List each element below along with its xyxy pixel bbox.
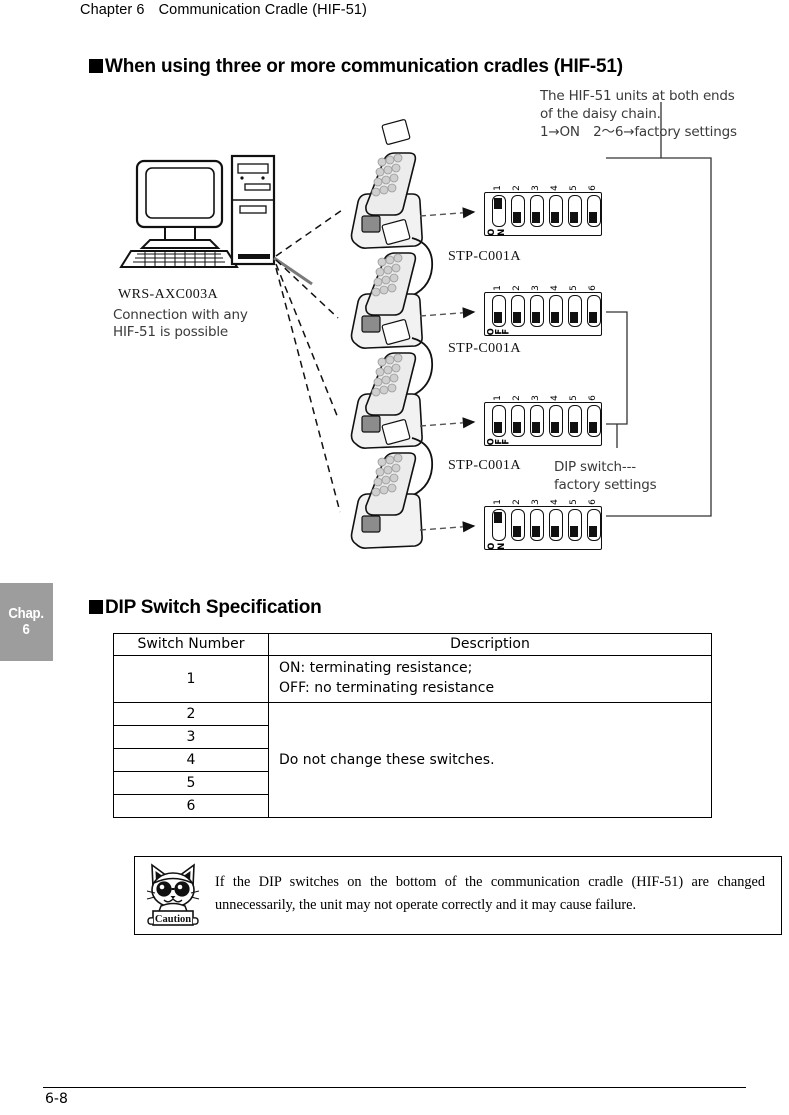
table-row: 2 Do not change these switches.	[113, 701, 712, 818]
section-heading-cradles-label: When using three or more communication c…	[105, 56, 623, 77]
table-row: 5	[113, 770, 712, 795]
cradle-unit-4	[350, 419, 423, 549]
table-row: 1 ON: terminating resistance; OFF: no te…	[113, 655, 712, 703]
cradle-unit-2	[350, 219, 434, 399]
table-header-switch-number: Switch Number	[113, 633, 269, 656]
cable-label-3: STP-C001A	[448, 458, 521, 473]
description-1-line2: OFF: no terminating resistance	[279, 679, 495, 696]
dip-switch-specification-table: Switch Number Description 1 ON: terminat…	[113, 633, 712, 818]
daisy-chain-dashed-links	[275, 207, 346, 513]
annotation-connection: Connection with any HIF-51 is possible	[113, 307, 248, 342]
table-cell-switch-1: 1	[113, 655, 269, 703]
svg-text:Caution: Caution	[155, 914, 191, 925]
daisy-chain-figure: 1 2 3 4	[0, 88, 789, 588]
annotation-both-ends: The HIF-51 units at both ends of the dai…	[540, 88, 737, 142]
pc-monitor-illustration	[119, 159, 239, 268]
bracket-middle-units	[606, 311, 628, 448]
dip-switch-block-2: 1 2 3 4 5 6 OFF	[484, 285, 602, 336]
table-cell-switch-3: 3	[113, 724, 269, 749]
footer-rule	[43, 1087, 746, 1088]
annotation-dip-factory-line1: DIP switch---	[554, 459, 636, 475]
annotation-dip-factory-settings: DIP switch--- factory settings	[554, 459, 657, 494]
page-running-header: Chapter 6 Communication Cradle (HIF-51)	[80, 2, 367, 18]
annotation-both-ends-line3: 1→ON 2～6→factory settings	[540, 123, 737, 140]
table-cell-switch-4: 4	[113, 747, 269, 772]
annotation-connection-line1: Connection with any	[113, 307, 248, 323]
cable-label-1: STP-C001A	[448, 249, 521, 264]
pc-tower-illustration	[230, 154, 276, 266]
table-cell-switch-5: 5	[113, 770, 269, 795]
dip-switch-block-3: 1 2 3 4 5 6 OFF	[484, 395, 602, 446]
annotation-both-ends-line1: The HIF-51 units at both ends	[540, 88, 735, 104]
table-row: 4	[113, 747, 712, 772]
table-row: 6	[113, 793, 712, 818]
chapter-tab-line2: 6	[22, 621, 31, 638]
table-cell-description-2-6: Do not change these switches.	[268, 701, 712, 818]
annotation-both-ends-line2: of the daisy chain.	[540, 105, 661, 122]
page-number: 6-8	[45, 1091, 68, 1107]
annotation-wrs-axc003a: WRS-AXC003A	[118, 287, 219, 302]
annotation-dip-factory-line2: factory settings	[554, 476, 657, 493]
chapter-tab-line1: Chap.	[8, 605, 45, 623]
wrs-cable	[273, 256, 313, 286]
table-header-row: Switch Number Description	[113, 633, 712, 656]
caution-cat-icon: Caution	[135, 857, 213, 927]
figure-artwork	[119, 102, 712, 549]
cable-label-2: STP-C001A	[448, 341, 521, 356]
bullet-square-icon	[89, 600, 103, 614]
table-header-description: Description	[268, 633, 712, 656]
chapter-side-tab: Chap. 6	[0, 583, 53, 661]
section-heading-cradles: When using three or more communication c…	[89, 56, 623, 78]
section-heading-dip-spec: DIP Switch Specification	[89, 597, 322, 619]
annotation-connection-line2: HIF-51 is possible	[113, 324, 228, 341]
table-row: 3	[113, 724, 712, 749]
description-1-line1: ON: terminating resistance;	[279, 660, 473, 676]
table-cell-description-1: ON: terminating resistance; OFF: no term…	[268, 655, 712, 703]
bullet-square-icon	[89, 59, 103, 73]
dip-switch-block-4: 1 2 3 4 5 6 ON	[484, 499, 602, 550]
table-cell-switch-2: 2	[113, 701, 269, 726]
dip-switch-block-1: 1 2 3 4	[484, 185, 602, 236]
table-cell-switch-6: 6	[113, 793, 269, 818]
header-chapter: Chapter 6	[80, 2, 145, 18]
section-heading-dip-spec-label: DIP Switch Specification	[105, 597, 322, 618]
caution-box: Caution If the DIP switches on the botto…	[134, 856, 782, 935]
dip-pointer-arrows	[419, 207, 476, 533]
header-title: Communication Cradle (HIF-51)	[158, 2, 367, 18]
bracket-both-ends	[606, 102, 712, 517]
caution-text: If the DIP switches on the bottom of the…	[215, 874, 765, 914]
